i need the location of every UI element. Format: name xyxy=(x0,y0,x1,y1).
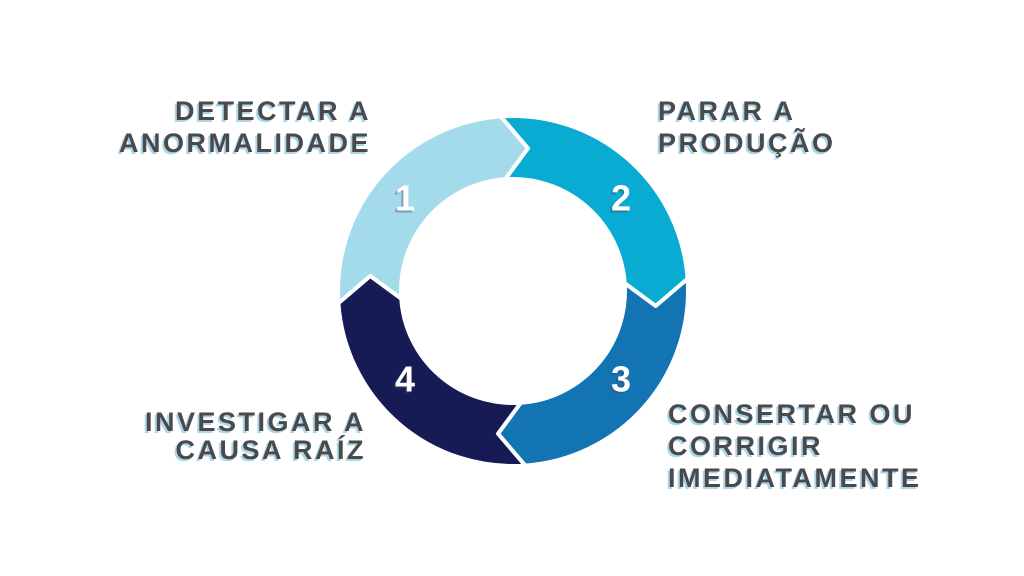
step4-label-line2: CAUSA RAÍZ xyxy=(175,435,366,465)
step4-label-line1: INVESTIGAR A xyxy=(144,407,366,437)
segment-4-number-shadow: 4 xyxy=(393,361,413,402)
step2-label-line2: PRODUÇÃO xyxy=(658,128,836,158)
step3-label: CONSERTAR OU CORRIGIR IMEDIATAMENTE xyxy=(668,398,921,494)
segment-1-number: 1 xyxy=(395,178,415,219)
step3-label-line2: CORRIGIR xyxy=(668,431,823,461)
segment-1-number-shadow: 1 xyxy=(393,180,413,221)
step4-label: INVESTIGAR A CAUSA RAÍZ xyxy=(145,408,366,464)
step1-label-line2: ANORMALIDADE xyxy=(119,128,371,158)
segment-2-number-shadow: 2 xyxy=(609,180,629,221)
cycle-segment-4 xyxy=(336,274,528,468)
segment-3-number: 3 xyxy=(611,359,631,400)
step3-label-line1: CONSERTAR OU xyxy=(668,399,916,429)
segment-2-number: 2 xyxy=(611,178,631,219)
step2-label: PARAR A PRODUÇÃO xyxy=(658,95,836,159)
step1-label-line1: DETECTAR A xyxy=(175,96,371,126)
segment-4-number: 4 xyxy=(395,359,415,400)
segment-3-number-shadow: 3 xyxy=(609,361,629,402)
step3-label-line3: IMEDIATAMENTE xyxy=(668,463,922,493)
step1-label: DETECTAR A ANORMALIDADE xyxy=(119,95,371,159)
step2-label-line1: PARAR A xyxy=(658,96,796,126)
cycle-segment-3 xyxy=(496,276,690,468)
